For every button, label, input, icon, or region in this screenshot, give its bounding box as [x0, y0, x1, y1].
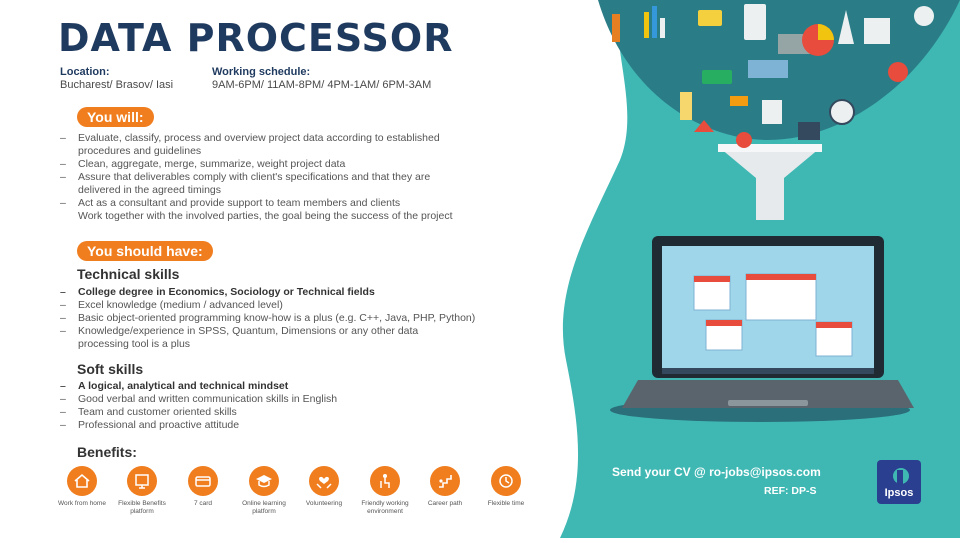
benefit-7-card: 7 card: [171, 466, 235, 508]
benefit-label: Flexible Benefits platform: [118, 500, 166, 515]
list-item: procedures and guidelines: [78, 145, 202, 157]
benefit-label: Flexible time: [487, 500, 525, 507]
clock-icon: [491, 466, 521, 496]
benefit-work-from-home: Work from home: [50, 466, 114, 508]
you-will-heading: You will:: [77, 107, 154, 127]
list-item: Assure that deliverables comply with cli…: [60, 171, 453, 184]
reference-code: REF: DP-S: [764, 485, 817, 497]
benefit-label: Friendly working environment: [361, 500, 409, 515]
soft-skills-title: Soft skills: [77, 361, 144, 377]
hands-heart-icon: [309, 466, 339, 496]
location-block: Location: Bucharest/ Brasov/ Iasi: [60, 66, 173, 92]
list-item: Basic object-oriented programming know-h…: [60, 312, 475, 325]
schedule-label: Working schedule:: [212, 66, 311, 78]
list-item: Team and customer oriented skills: [60, 406, 337, 419]
illustration-panel: [548, 0, 960, 538]
benefit-career-path: Career path: [413, 466, 477, 508]
ipsos-logo: Ipsos: [877, 460, 921, 504]
benefit-volunteering: Volunteering: [292, 466, 356, 508]
career-ladder-icon: [430, 466, 460, 496]
benefit-flexible-benefits: Flexible Benefits platform: [110, 466, 174, 516]
schedule-value: 9AM-6PM/ 11AM-8PM/ 4PM-1AM/ 6PM-3AM: [212, 79, 432, 91]
benefit-online-learning: Online learning platform: [232, 466, 296, 516]
list-item: Clean, aggregate, merge, summarize, weig…: [60, 158, 453, 171]
benefits-platform-icon: [127, 466, 157, 496]
you-will-list: Evaluate, classify, process and overview…: [60, 132, 453, 223]
benefits-title: Benefits:: [77, 444, 137, 460]
technical-skills-title: Technical skills: [77, 266, 180, 282]
benefit-label: Work from home: [58, 500, 106, 507]
person-chair-icon: [370, 466, 400, 496]
schedule-block: Working schedule: 9AM-6PM/ 11AM-8PM/ 4PM…: [212, 66, 431, 92]
contact-email[interactable]: ro-jobs@ipsos.com: [709, 465, 821, 479]
location-value: Bucharest/ Brasov/ Iasi: [60, 79, 174, 91]
logo-text: Ipsos: [884, 487, 914, 499]
list-item: Good verbal and written communication sk…: [60, 393, 337, 406]
benefit-flexible-time: Flexible time: [474, 466, 538, 508]
should-have-heading: You should have:: [77, 241, 213, 261]
benefit-label: Career path: [427, 500, 463, 507]
list-item: Evaluate, classify, process and overview…: [60, 132, 453, 145]
page-title: DATA PROCESSOR: [58, 16, 454, 60]
list-item: Knowledge/experience in SPSS, Quantum, D…: [60, 325, 475, 338]
send-cv-prefix: Send your CV @: [612, 465, 710, 479]
list-item: Excel knowledge (medium / advanced level…: [60, 299, 475, 312]
benefit-label: Online learning platform: [242, 500, 286, 515]
benefit-friendly-environment: Friendly working environment: [353, 466, 417, 516]
location-label: Location:: [60, 66, 110, 78]
list-item: Work together with the involved parties,…: [78, 210, 453, 222]
technical-skills-list: College degree in Economics, Sociology o…: [60, 286, 475, 351]
benefit-label: 7 card: [193, 500, 213, 507]
list-item: College degree in Economics, Sociology o…: [60, 286, 475, 299]
data-funnel-illustration: [560, 0, 960, 538]
house-icon: [67, 466, 97, 496]
send-cv-text: Send your CV @ ro-jobs@ipsos.com: [612, 465, 821, 479]
card-icon: [188, 466, 218, 496]
list-item: A logical, analytical and technical mind…: [60, 380, 337, 393]
list-item: Professional and proactive attitude: [60, 419, 337, 432]
list-item: delivered in the agreed timings: [78, 184, 222, 196]
benefit-label: Volunteering: [305, 500, 343, 507]
list-item: processing tool is a plus: [78, 338, 191, 350]
graduation-cap-icon: [249, 466, 279, 496]
list-item: Act as a consultant and provide support …: [60, 197, 453, 210]
soft-skills-list: A logical, analytical and technical mind…: [60, 380, 337, 432]
left-panel: DATA PROCESSOR Location: Bucharest/ Bras…: [0, 0, 560, 538]
